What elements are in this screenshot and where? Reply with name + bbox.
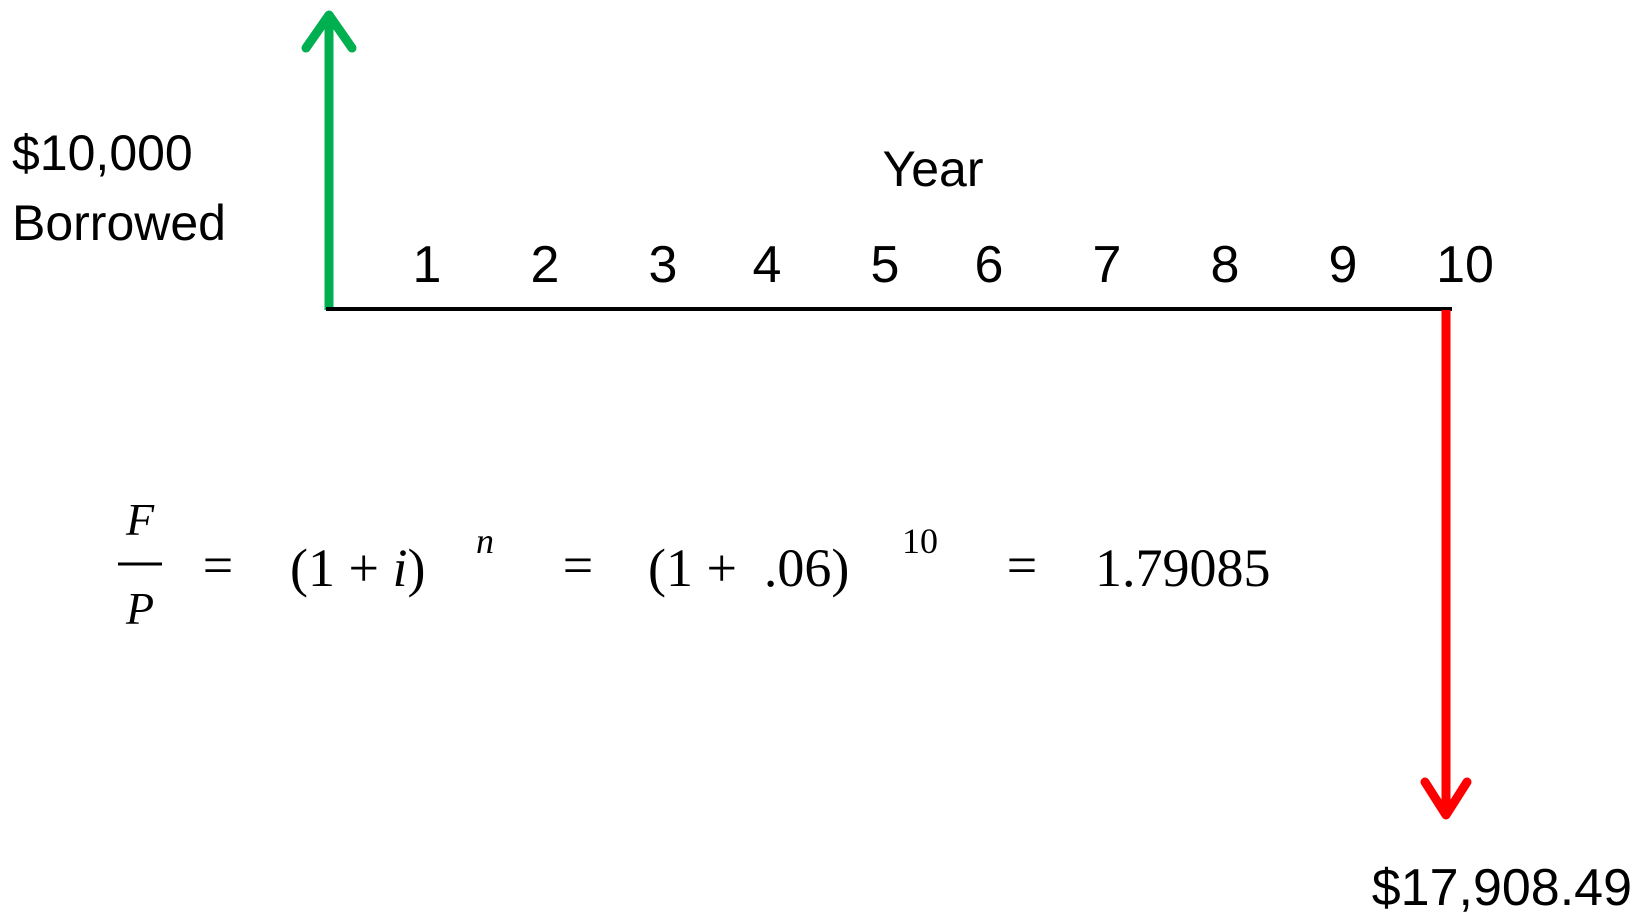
borrowed-amount: $10,000 [12,125,193,181]
year-tick: 5 [871,236,900,294]
year-tick: 4 [753,236,782,294]
formula-exponent-10: 10 [902,521,938,561]
formula-growth-factor: (1 + i) [290,538,425,598]
year-tick: 10 [1436,236,1494,294]
formula-open-term: (1 + [290,538,392,598]
year-tick: 1 [413,236,442,294]
borrowed-label: Borrowed [12,195,226,251]
formula-result: 1.79085 [1095,538,1271,598]
year-tick: 9 [1329,236,1358,294]
year-tick: 2 [531,236,560,294]
year-tick: 3 [649,236,678,294]
formula-rate-symbol: i [392,538,407,598]
formula-equals: = [203,535,233,595]
year-tick: 8 [1211,236,1240,294]
inflow-arrow [301,10,357,310]
formula-close-term: ) [407,538,425,598]
year-tick: 7 [1093,236,1122,294]
formula-equals: = [1007,535,1037,595]
axis-label: Year [882,141,983,197]
repayment-amount: $17,908.49 [1372,859,1632,917]
formula-exponent-n: n [476,521,494,561]
formula-equals: = [563,535,593,595]
year-ticks: 1 2 3 4 5 6 7 8 9 10 [413,236,1494,294]
formula-substituted-factor: (1 + .06) [648,538,849,598]
inflow-arrow-head [301,10,357,53]
formula-denominator: P [125,583,154,634]
compound-interest-formula: F P = (1 + i) n = (1 + .06) 10 = 1.79085 [118,494,1271,634]
year-tick: 6 [975,236,1004,294]
outflow-arrow-head [1420,777,1472,820]
outflow-arrow [1420,310,1472,820]
formula-numerator: F [125,494,155,545]
